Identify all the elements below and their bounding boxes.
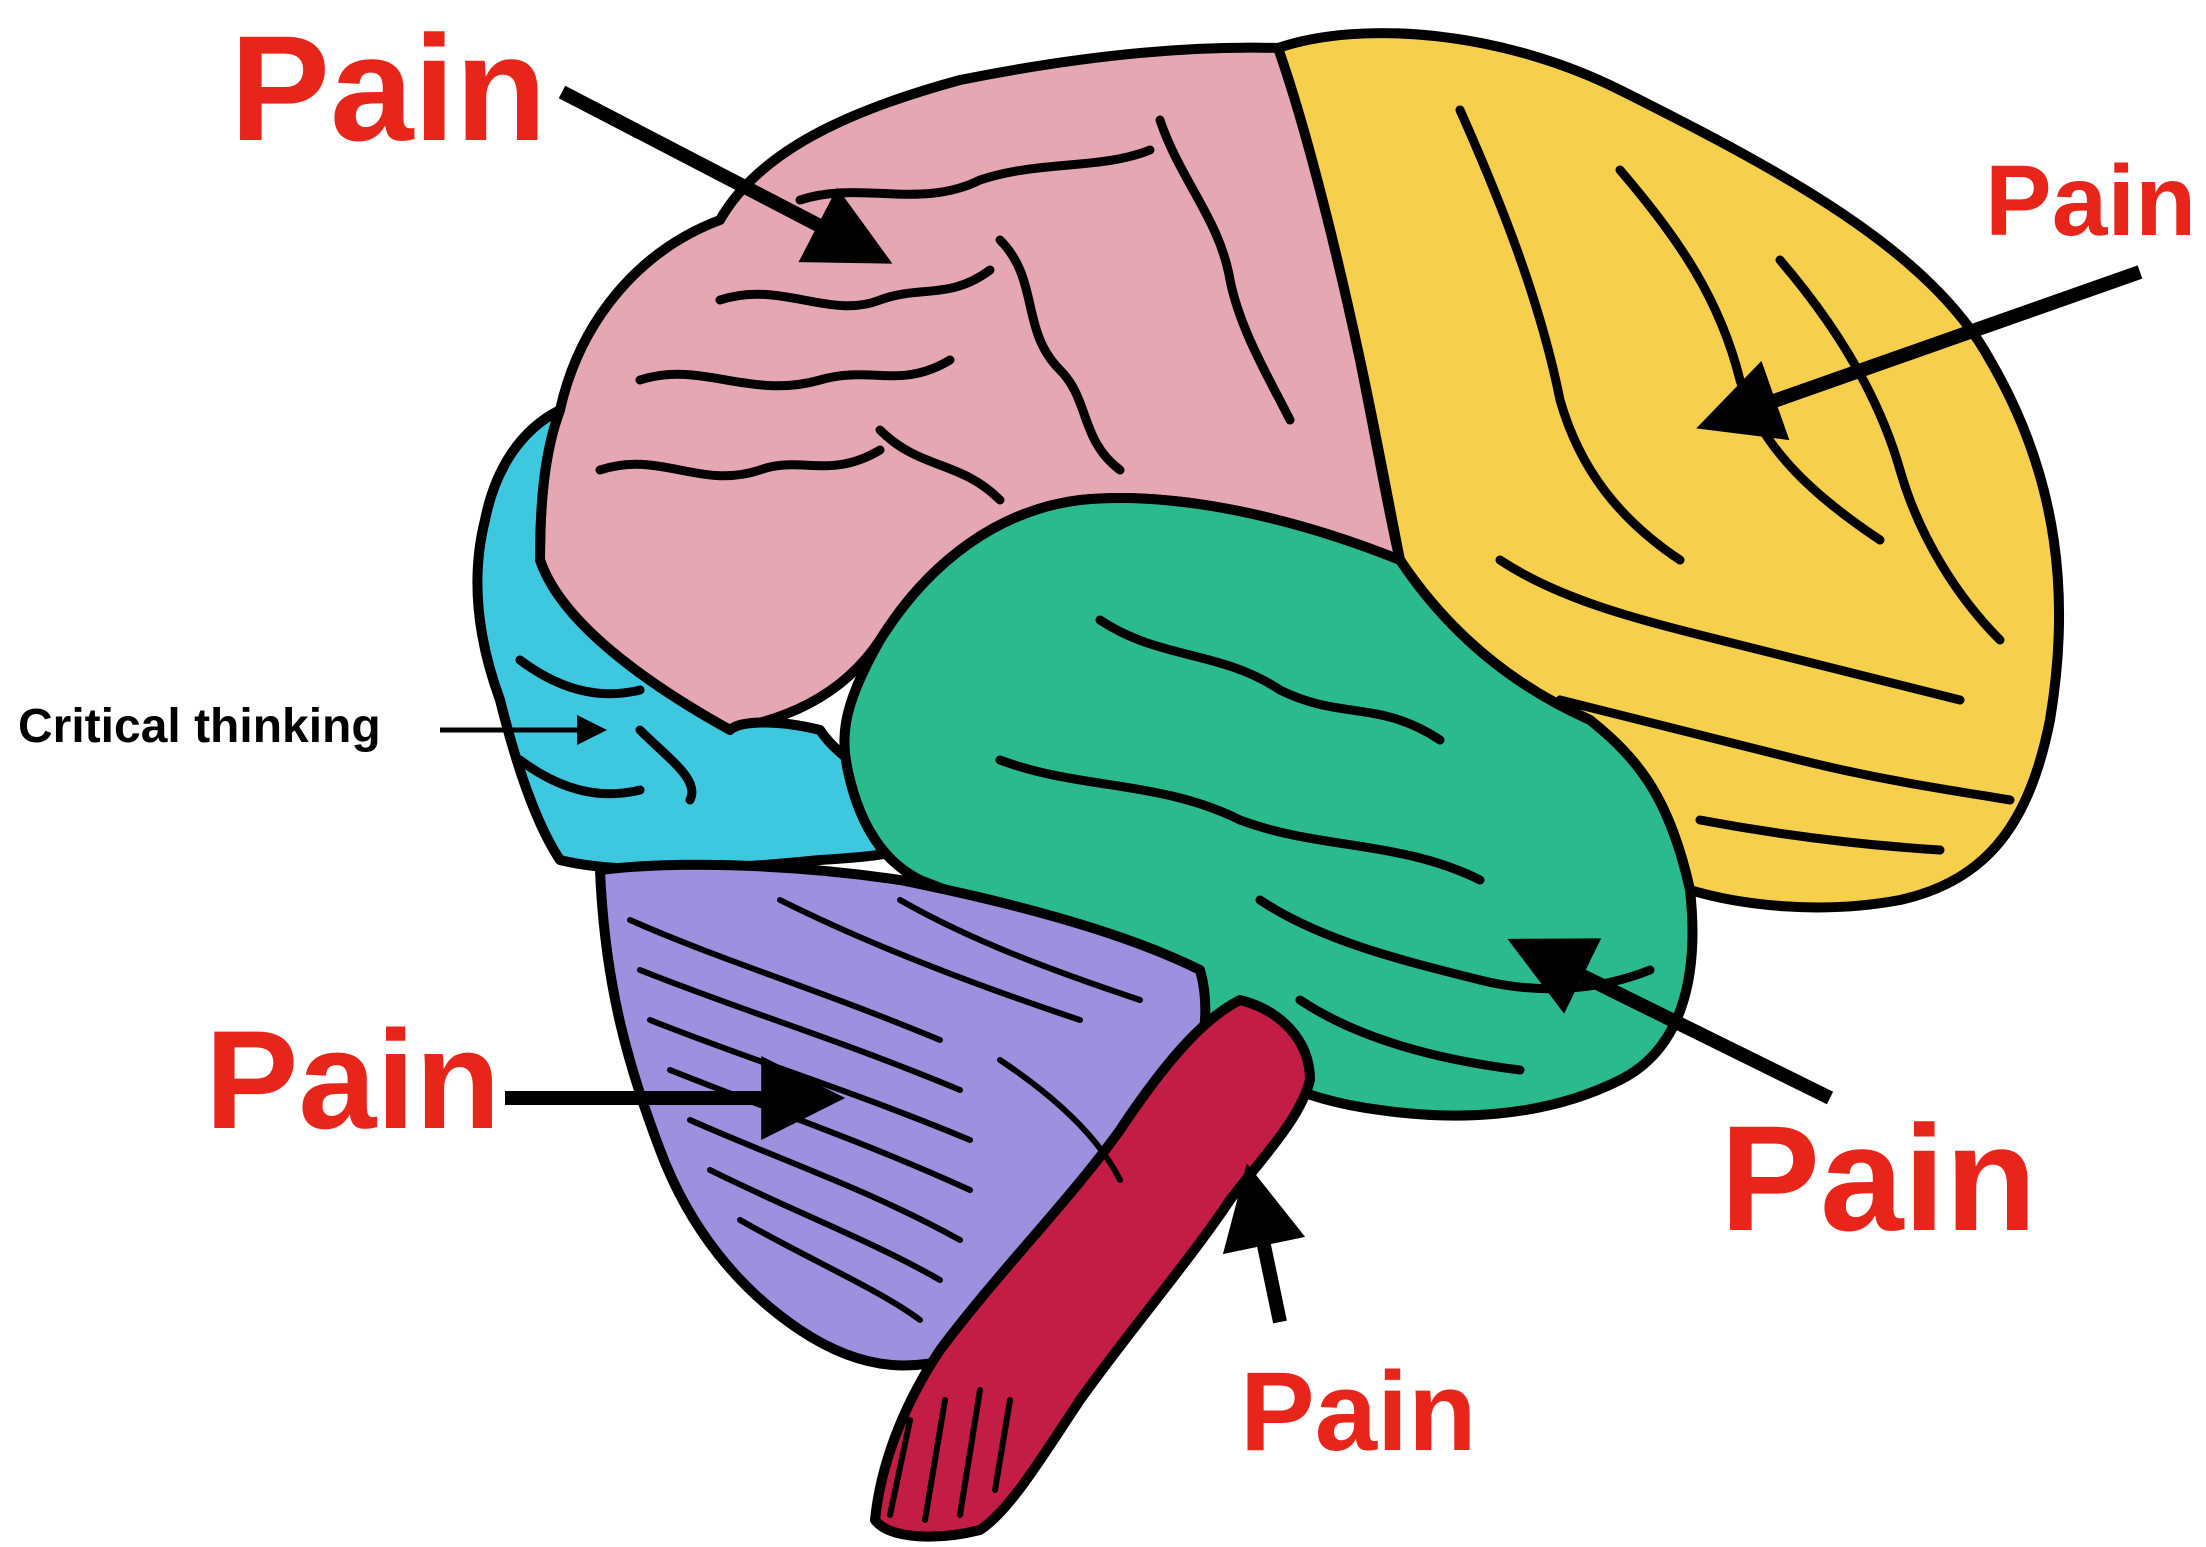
label-pain-occipital: Pain	[1985, 145, 2196, 257]
label-pain-brainstem: Pain	[1240, 1349, 1477, 1474]
label-pain-cerebellum: Pain	[205, 1001, 501, 1158]
label-pain-temporal: Pain	[1720, 1094, 2037, 1262]
label-critical-thinking: Critical thinking	[18, 700, 381, 753]
arrow-brainstem	[1252, 1188, 1280, 1322]
label-pain-frontal: Pain	[230, 4, 547, 172]
